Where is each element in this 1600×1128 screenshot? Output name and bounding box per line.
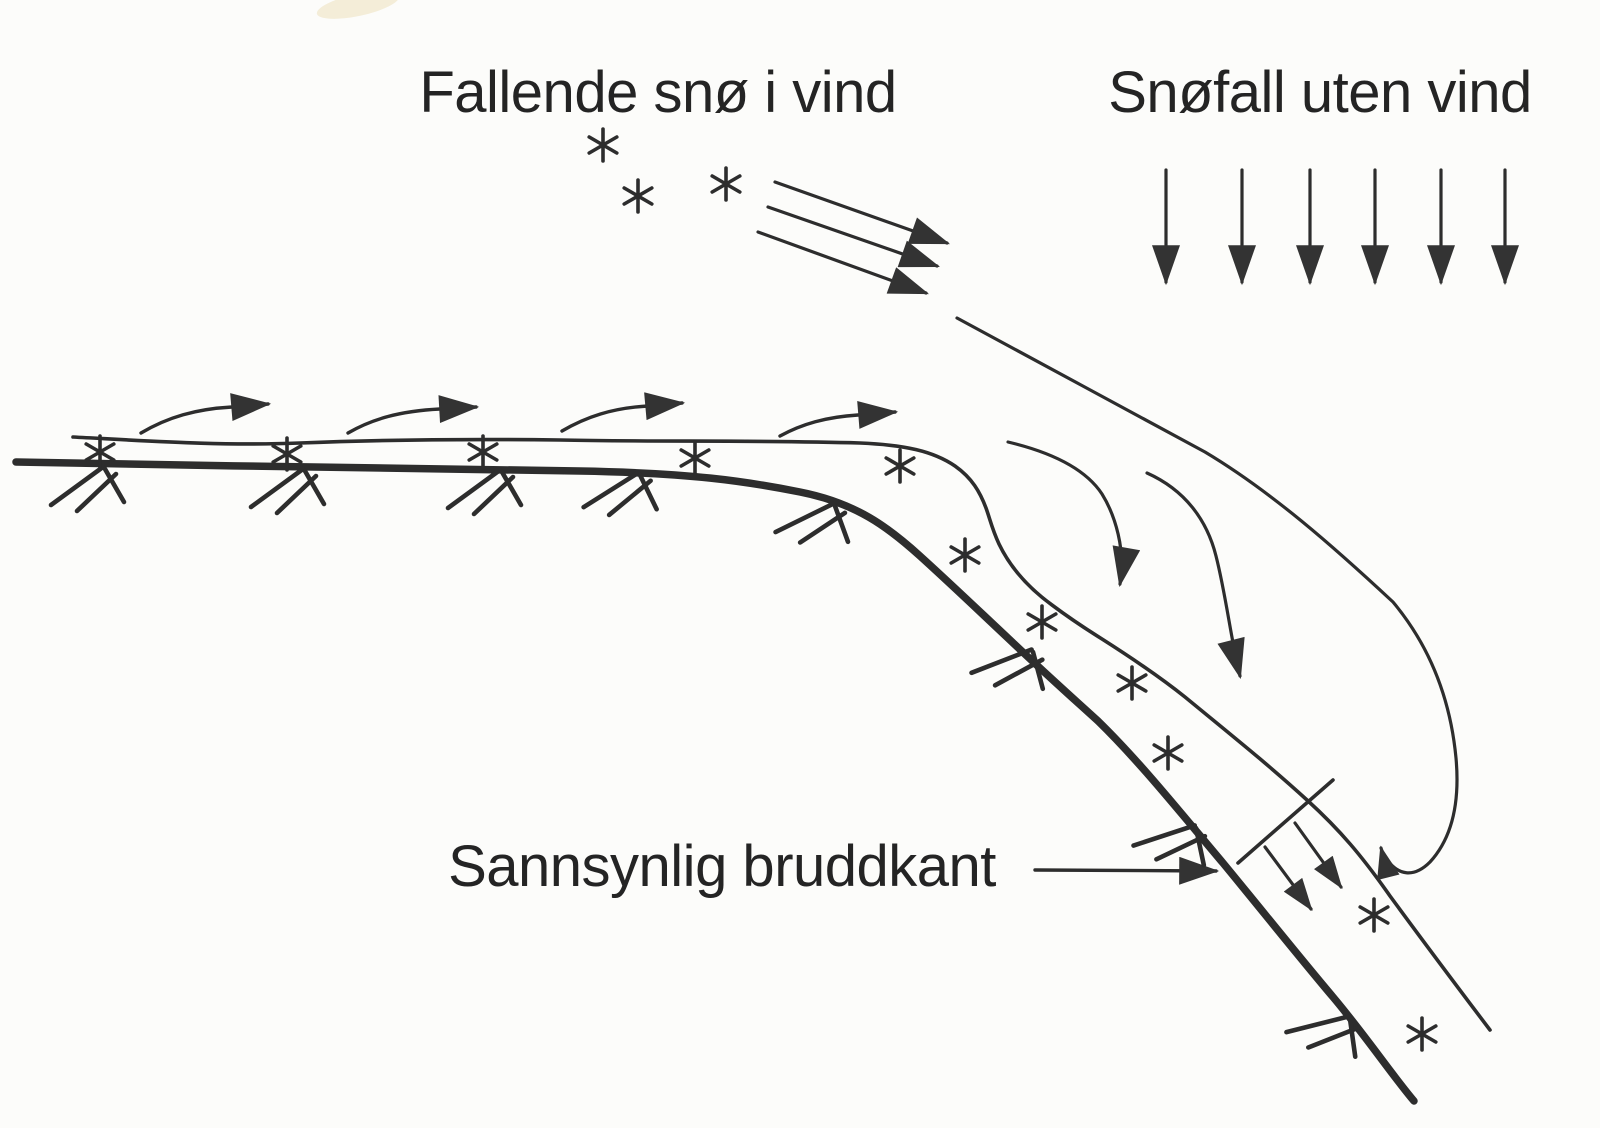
snowflake-icon xyxy=(587,127,619,163)
label-falling-snow-in-wind: Fallende snø i vind xyxy=(419,60,896,125)
saltation-arrows xyxy=(139,392,899,438)
calm-snowfall-arrows xyxy=(1152,168,1519,286)
lee-eddy-streamline xyxy=(955,316,1459,881)
ground-hatch-icon xyxy=(1284,997,1368,1065)
snow-surface-line xyxy=(71,435,1492,1032)
terrain-ground-line xyxy=(12,458,1418,1105)
hop-arrow-icon xyxy=(560,392,686,433)
slab-arrow-icon xyxy=(1263,845,1313,912)
fracture-label-pointer-arrow xyxy=(1033,856,1220,885)
scan-smudge-artifact xyxy=(316,0,400,19)
hop-arrow-icon xyxy=(778,401,899,438)
snowflake-icon xyxy=(1152,735,1184,771)
label-probable-fracture-edge: Sannsynlig bruddkant xyxy=(448,834,996,899)
snowflake-icon xyxy=(679,440,711,476)
ground-hatch-icon xyxy=(251,469,324,513)
hop-arrow-icon xyxy=(139,393,272,435)
wind-arrow-icon xyxy=(766,205,941,268)
snowflake-icon xyxy=(710,166,742,202)
downdraft-arrow-icon xyxy=(1145,471,1245,680)
slab-movement-arrows xyxy=(1263,821,1343,912)
snowflakes xyxy=(84,127,1438,1052)
hop-arrow-icon xyxy=(346,395,480,435)
lee-downdraft-arrows xyxy=(1006,440,1245,680)
wind-snow-arrows xyxy=(756,180,951,295)
snowflake-icon xyxy=(1116,665,1148,701)
snowflake-icon xyxy=(1358,897,1390,933)
ground-hatch-icon xyxy=(448,470,521,514)
ground-hatches xyxy=(51,467,1368,1065)
snowflake-icon xyxy=(622,178,654,214)
downdraft-arrow-icon xyxy=(1006,440,1141,588)
wind-arrow-icon xyxy=(773,180,951,245)
label-snowfall-without-wind: Snøfall uten vind xyxy=(1108,60,1532,125)
snowflake-icon xyxy=(884,448,916,484)
snowflake-icon xyxy=(1406,1016,1438,1052)
ground-hatch-icon xyxy=(51,467,124,511)
diagram-linework xyxy=(12,127,1519,1105)
fracture-line xyxy=(1236,778,1335,865)
wind-arrow-icon xyxy=(756,230,930,295)
snowflake-icon xyxy=(1026,604,1058,640)
diagram-labels: Fallende snø i vind Snøfall uten vind Sa… xyxy=(419,60,1532,899)
slab-arrow-icon xyxy=(1293,821,1343,890)
snowflake-icon xyxy=(949,537,981,573)
